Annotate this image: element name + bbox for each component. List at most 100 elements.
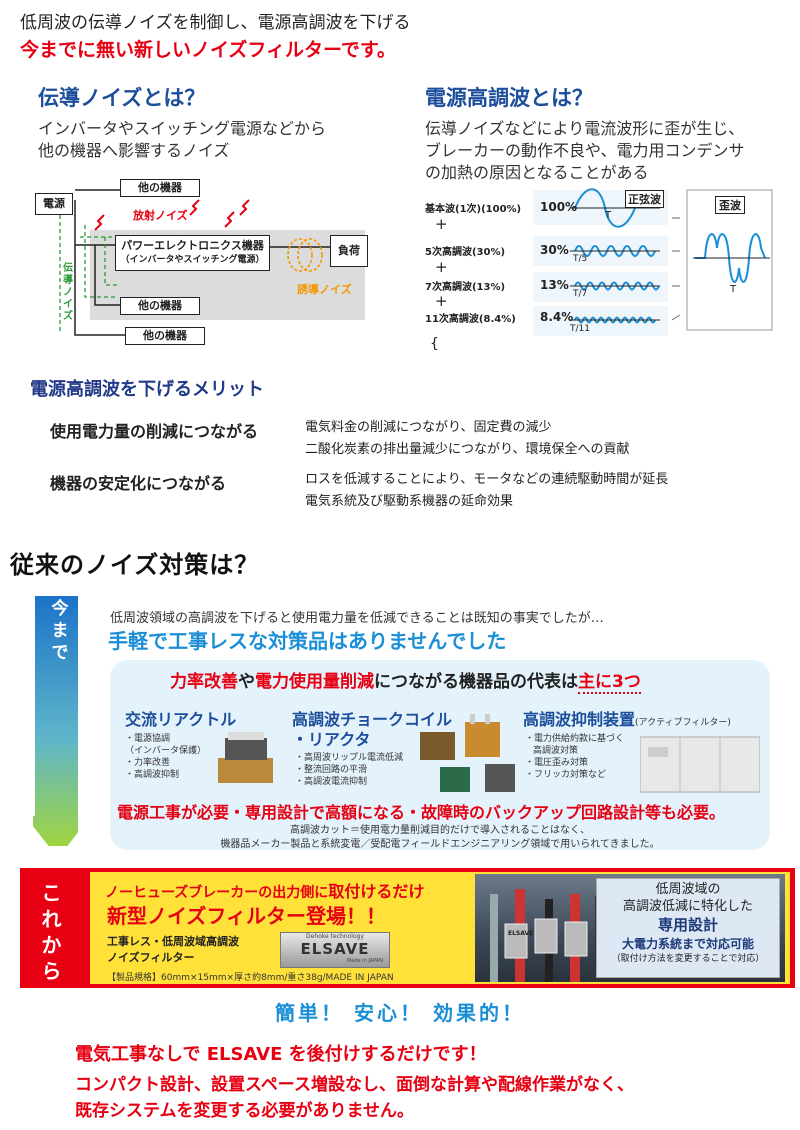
merit-2-line1: ロスを低減することにより、モータなどの連続駆動時間が延長 xyxy=(305,472,669,487)
past-text: 低周波領域の高調波を下げると使用電力量を低減できることは既知の事実でしたが… xyxy=(110,611,604,626)
conventional-heading: 従来のノイズ対策は？ xyxy=(10,551,260,579)
other-device-3: 他の機器 xyxy=(125,327,205,345)
harmonic-row-1-period: T xyxy=(605,210,612,221)
device-2-note-2: ・整流回路の平滑 xyxy=(295,765,368,775)
product-name: 工事レス・低周波域高調波 ノイズフィルター xyxy=(107,934,239,966)
power-electronics-box: パワーエレクトロニクス機器 （インバータやスイッチング電源） xyxy=(115,235,270,271)
device-3-note-3: ・電圧歪み対策 xyxy=(525,758,589,768)
merit-1-line2: 二酸化炭素の排出量減少につながり、環境保全への貢献 xyxy=(305,442,630,457)
plus-1: + xyxy=(435,215,448,233)
spec-label: 【製品規格】 xyxy=(107,973,162,983)
device-1-notes: ・電源協調 （インバータ保護） ・力率改善 ・高調波抑制 xyxy=(125,733,206,781)
device-2-note-1: ・高周波リップル電流低減 xyxy=(295,753,404,763)
closing-line3: 既存システムを変更する必要がありません。 xyxy=(75,1101,414,1121)
elsave-logo-foot: Made in JAPAN xyxy=(346,958,383,964)
device-3-note-1: ・電力供給約款に基づく xyxy=(525,734,625,744)
harmonic-row-4-pct: 8.4% xyxy=(540,310,574,324)
elsave-logo: Dehoke technology ELSAVE Made in JAPAN xyxy=(280,932,390,968)
pe-line1: パワーエレクトロニクス機器 xyxy=(121,239,264,252)
device-3-subtitle: (アクティブフィルター) xyxy=(635,718,731,728)
photo-label: ELSAVE xyxy=(508,930,534,937)
product-spec: 【製品規格】60mm×15mm×厚さ約8mm/重さ38g/MADE IN JAP… xyxy=(107,970,394,983)
badge-line1: 低周波域の xyxy=(655,882,721,897)
conducted-noise-label: 伝導ノイズ xyxy=(63,263,73,322)
induced-noise-label: 誘導ノイズ xyxy=(297,283,352,296)
radiated-noise-label: 放射ノイズ xyxy=(133,209,188,222)
noise-desc-1: インバータやスイッチング電源などから xyxy=(38,119,327,138)
warning-text: 電源工事が必要・専用設計で高額になる・故障時のバックアップ回路設計等も必要。 xyxy=(117,803,726,822)
panel-title-e: 主に3つ xyxy=(578,672,641,694)
ima-text: 今まで xyxy=(51,599,69,663)
harmonic-row-2-period: T/5 xyxy=(573,254,588,264)
closing-line2: コンパクト設計、設置スペース増設なし、面倒な計算や配線作業がなく、 xyxy=(75,1075,634,1095)
device-2-note-3: ・高調波電流抑制 xyxy=(295,777,368,787)
device-1-note-4: ・高調波抑制 xyxy=(125,770,180,780)
noise-diagram: 電源 他の機器 放射ノイズ パワーエレクトロニクス機器 （インバータやスイッチン… xyxy=(35,179,375,350)
brace: { xyxy=(430,336,439,352)
device-3-notes: ・電力供給約款に基づく 高調波対策 ・電圧歪み対策 ・フリッカ対策など xyxy=(525,733,624,781)
future-line1: ノーヒューズブレーカーの出力側に取付けるだけ xyxy=(105,878,424,902)
device-3-note-4: ・フリッカ対策など xyxy=(525,770,607,780)
device-2-title-2: ・リアクタ xyxy=(292,730,371,749)
harmonic-row-2-label: 5次高調波(30%) xyxy=(425,247,506,258)
active-filter-image xyxy=(640,736,760,793)
badge-line2: 高調波低減に特化した xyxy=(622,899,753,914)
foot-note: 高調波カット＝使用電力量削減目的だけで導入されることはなく、 機器品メーカー製品… xyxy=(130,824,750,852)
harmonic-row-4-period: T/11 xyxy=(570,324,590,334)
sine-label: 正弦波 xyxy=(625,190,664,208)
harmonic-row-2-pct: 30% xyxy=(540,243,569,257)
plus-2: + xyxy=(435,258,448,276)
spec-value: 60mm×15mm×厚さ約8mm/重さ38g/MADE IN JAPAN xyxy=(161,973,394,983)
elsave-logo-small: Dehoke technology xyxy=(306,933,364,940)
harmonic-row-1-pct: 100% xyxy=(540,200,578,214)
closing-lines: コンパクト設計、設置スペース増設なし、面倒な計算や配線作業がなく、 既存システム… xyxy=(75,1072,634,1124)
device-1-note-2: （インバータ保護） xyxy=(125,746,207,756)
foot-note-2: 機器品メーカー製品と系統変電／受配電フィールドエンジニアリング領域で用いられてき… xyxy=(220,839,660,850)
foot-note-1: 高調波カット＝使用電力量削減目的だけで導入されることはなく、 xyxy=(290,825,590,836)
merit-1-title: 使用電力量の削減につながる xyxy=(50,422,259,441)
kore-text: これから xyxy=(41,881,62,983)
device-3-note-2: 高調波対策 xyxy=(533,746,579,756)
merit-heading: 電源高調波を下げるメリット xyxy=(30,379,264,400)
kore-label: これから xyxy=(24,880,79,984)
closing-line1: 電気工事なしで ELSAVE を後付けするだけです！ xyxy=(75,1044,487,1065)
other-device-1: 他の機器 xyxy=(120,179,200,197)
product-name-2: ノイズフィルター xyxy=(107,951,195,964)
panel-title-c: 電力使用量削減 xyxy=(255,672,374,692)
panel-title-a: 力率改善 xyxy=(170,672,238,692)
merit-2-line2: 電気系統及び駆動系機器の延命効果 xyxy=(305,494,514,509)
intro-line1: 低周波の伝導ノイズを制御し、電源高調波を下げる xyxy=(20,13,411,33)
panel-title-b: や xyxy=(238,672,255,692)
power-box: 電源 xyxy=(35,193,73,215)
future-line1-b: 取付けるだけ xyxy=(328,882,425,901)
noise-heading: 伝導ノイズとは？ xyxy=(38,86,206,110)
harmonic-desc-3: の加熱の原因となることがある xyxy=(425,163,649,182)
panel-title: 力率改善や電力使用量削減につながる機器品の代表は主に3つ xyxy=(170,667,641,694)
harmonic-desc-2: ブレーカーの動作不良や、電力用コンデンサ xyxy=(425,141,745,160)
ac-reactor-image xyxy=(218,732,273,783)
pe-line2: （インバータやスイッチング電源） xyxy=(120,255,265,265)
future-line1-a: ノーヒューズブレーカーの出力側に xyxy=(105,885,329,901)
product-name-1: 工事レス・低周波域高調波 xyxy=(107,935,239,948)
noise-desc-2: 他の機器へ影響するノイズ xyxy=(38,141,230,160)
other-device-2: 他の機器 xyxy=(120,297,200,315)
harmonic-row-3-pct: 13% xyxy=(540,278,569,292)
past-heading: 手軽で工事レスな対策品はありませんでした xyxy=(108,629,507,653)
intro-line2: 今までに無い新しいノイズフィルターです。 xyxy=(20,39,397,61)
harmonic-row-4-label: 11次高調波(8.4%) xyxy=(425,314,516,325)
harmonic-desc-1: 伝導ノイズなどにより電流波形に歪が生じ、 xyxy=(425,119,745,138)
slogan: 簡単！ 安心！ 効果的！ xyxy=(275,1001,525,1025)
timeline-arrow xyxy=(33,596,78,846)
distorted-label: 歪波 xyxy=(715,196,745,214)
device-1-title: 交流リアクトル xyxy=(125,710,237,729)
harmonic-row-3-period: T/7 xyxy=(573,289,588,299)
feature-badge: 低周波域の 高調波低減に特化した 専用設計 大電力系統まで対応可能 （取付け方法… xyxy=(596,878,780,978)
device-2-notes: ・高周波リップル電流低減 ・整流回路の平滑 ・高調波電流抑制 xyxy=(295,752,403,788)
badge-line4: 大電力系統まで対応可能 xyxy=(621,937,754,951)
badge-line5: （取付け方法を変更することで対応） xyxy=(611,954,765,964)
device-2-title: 高調波チョークコイル xyxy=(292,710,453,729)
plus-3: + xyxy=(435,292,448,310)
harmonic-row-3-label: 7次高調波(13%) xyxy=(425,282,506,293)
panel-title-d: につながる機器品の代表は xyxy=(374,672,578,692)
device-3-title: 高調波抑制装置(アクティブフィルター) xyxy=(523,710,731,733)
